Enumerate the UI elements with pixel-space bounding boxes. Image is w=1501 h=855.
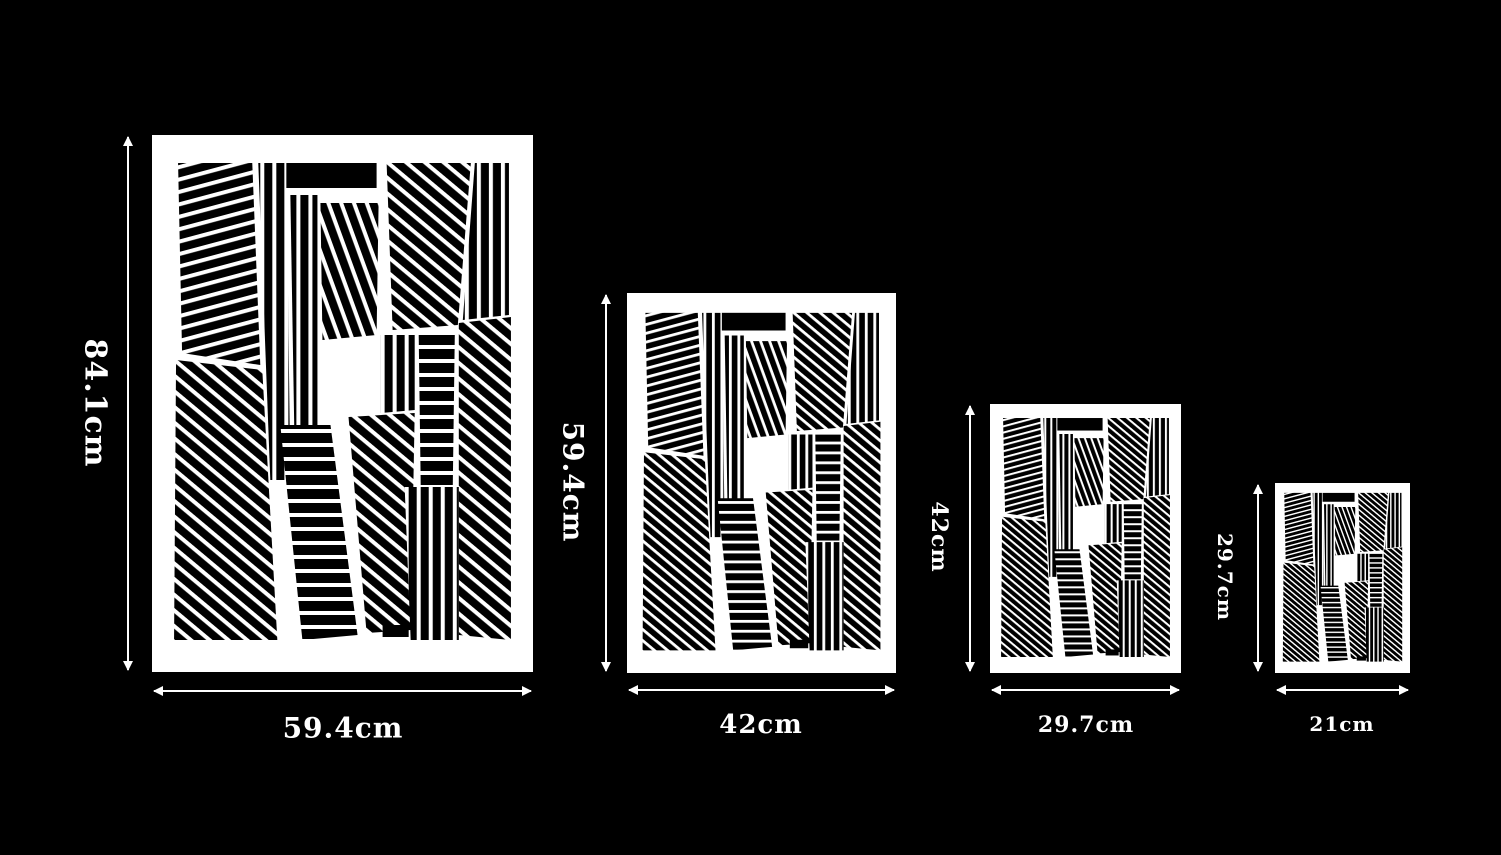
height-arrow (122, 135, 134, 672)
height-arrow (1252, 483, 1264, 673)
stencil-panel-small (990, 404, 1181, 673)
height-arrow (964, 404, 976, 673)
width-label: 21cm (1309, 712, 1375, 736)
height-label: 84.1cm (77, 338, 113, 468)
width-label: 29.7cm (1037, 712, 1135, 738)
height-label: 29.7cm (1213, 532, 1237, 622)
width-arrow (1275, 684, 1410, 696)
height-label: 42cm (926, 501, 952, 573)
height-label: 59.4cm (556, 421, 590, 543)
stencil-panel-large (152, 135, 533, 672)
width-label: 59.4cm (282, 711, 404, 745)
height-arrow (600, 293, 612, 673)
width-arrow (627, 684, 896, 696)
width-arrow (990, 684, 1181, 696)
stencil-panel-medium (627, 293, 896, 673)
width-label: 42cm (719, 710, 803, 740)
width-arrow (152, 685, 533, 697)
stencil-panel-smallest (1275, 483, 1410, 673)
